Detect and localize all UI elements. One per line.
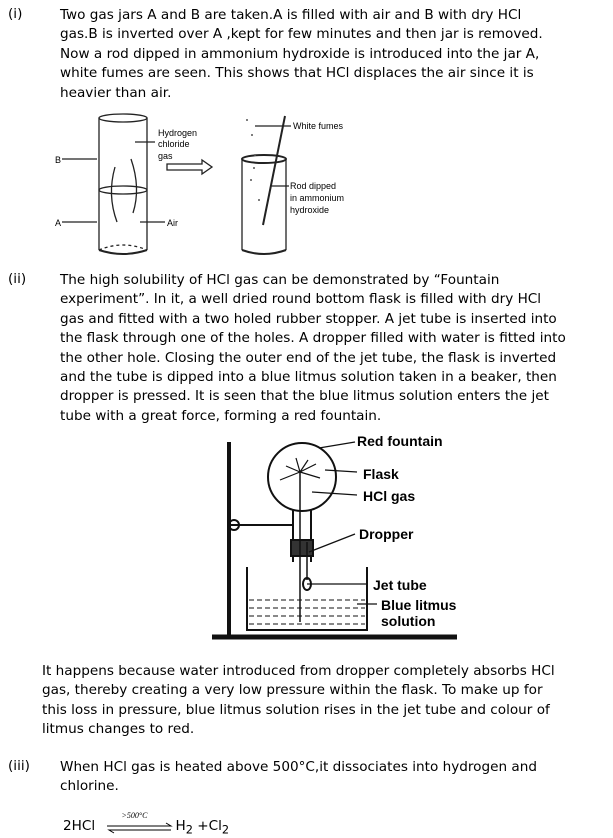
text-line: chlorine. bbox=[60, 778, 119, 795]
label-jet-tube: Jet tube bbox=[373, 577, 427, 593]
item-number: (i) bbox=[8, 6, 23, 22]
text-line: The high solubility of HCl gas can be de… bbox=[60, 272, 500, 288]
label-flask: Flask bbox=[363, 466, 399, 482]
text-line: gas.B is inverted over A ,kept for few m… bbox=[60, 26, 543, 43]
equation-reactant: 2HCl bbox=[63, 818, 96, 834]
text-line: litmus changes to red. bbox=[42, 721, 195, 738]
text-line: gas, thereby creating a very low pressur… bbox=[42, 682, 543, 699]
reversible-arrow: >500°C bbox=[105, 811, 175, 834]
item-number: (iii) bbox=[8, 758, 30, 774]
text-line: white fumes are seen. This shows that HC… bbox=[60, 65, 534, 82]
label-air: Air bbox=[167, 218, 178, 228]
text-line: Now a rod dipped in ammonium hydroxide i… bbox=[60, 45, 540, 62]
label-jar-a: A bbox=[55, 218, 61, 228]
subscript: 2 bbox=[221, 822, 230, 837]
paragraph-ii: The high solubility of HCl gas can be de… bbox=[60, 271, 566, 426]
paragraph-iii: When HCl gas is heated above 500°C,it di… bbox=[60, 758, 537, 797]
item-number: (ii) bbox=[8, 271, 27, 287]
explanation-paragraph: It happens because water introduced from… bbox=[42, 662, 555, 740]
text-line: When HCl gas is heated above 500°C,it di… bbox=[60, 759, 537, 775]
label-solution: solution bbox=[381, 613, 435, 629]
text-line: experiment”. In it, a well dried round b… bbox=[60, 291, 542, 308]
text-line: It happens because water introduced from… bbox=[42, 663, 555, 679]
equation-product-cl: +Cl bbox=[192, 818, 222, 834]
reaction-condition: >500°C bbox=[121, 811, 148, 820]
label-white-fumes: White fumes bbox=[293, 121, 344, 131]
text-line: heavier than air. bbox=[60, 84, 172, 101]
text-line: Two gas jars A and B are taken.A is fill… bbox=[60, 7, 522, 23]
text-line: dropper is pressed. It is seen that the … bbox=[60, 388, 549, 405]
text-line: gas and fitted with a two holed rubber s… bbox=[60, 310, 557, 327]
subscript: 2 bbox=[185, 822, 193, 837]
chemical-equation: 2HCl >500°C H2 +Cl2 bbox=[63, 811, 230, 837]
text-line: the other hole. Closing the outer end of… bbox=[60, 349, 557, 366]
label-blue-litmus: Blue litmus bbox=[381, 597, 457, 613]
text-line: the flask through one of the holes. A dr… bbox=[60, 330, 566, 347]
label-hcl-gas: HCl gas bbox=[363, 488, 415, 504]
label-hydrogen-chloride: Hydrogen bbox=[158, 128, 197, 138]
label-dropper: Dropper bbox=[359, 526, 414, 542]
equation-product-h: H bbox=[175, 818, 186, 834]
gas-jars-figure: Hydrogen chloride gas B A Air White fume… bbox=[55, 113, 344, 255]
text-line: this loss in pressure, blue litmus solut… bbox=[42, 701, 550, 718]
label-jar-b: B bbox=[55, 155, 61, 165]
label-red-fountain: Red fountain bbox=[357, 433, 443, 449]
text-line: tube with a great force, forming a red f… bbox=[60, 407, 382, 424]
label-rod: in ammonium bbox=[290, 193, 344, 203]
text-line: and the tube is dipped into a blue litmu… bbox=[60, 368, 557, 385]
label-rod: Rod dipped bbox=[290, 181, 336, 191]
label-gas: gas bbox=[158, 151, 173, 161]
label-rod: hydroxide bbox=[290, 205, 329, 215]
paragraph-i: Two gas jars A and B are taken.A is fill… bbox=[60, 6, 543, 103]
label-chloride: chloride bbox=[158, 139, 190, 149]
fountain-experiment-figure: Red fountain Flask HCl gas Dropper Jet t… bbox=[212, 433, 457, 640]
